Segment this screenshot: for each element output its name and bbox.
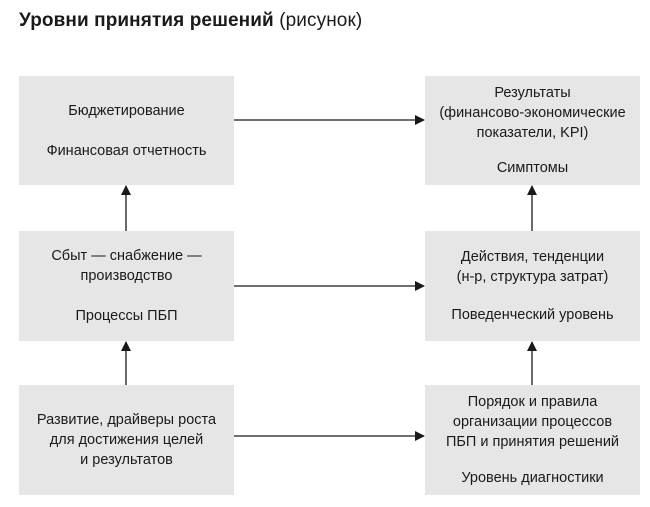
box-results: Результаты (финансово-экономические пока… <box>425 76 640 185</box>
box-order-rules: Порядок и правила организации процессов … <box>425 385 640 495</box>
box-development-line2: для достижения целей <box>49 432 204 448</box>
box-results-line3: показатели, KPI) <box>476 125 589 141</box>
title-suffix: (рисунок) <box>279 10 363 31</box>
box-results-line2: (финансово-экономические <box>439 105 626 121</box>
diagram-title: Уровни принятия решений (рисунок) <box>19 10 362 32</box>
box-order-line2: организации процессов <box>452 414 613 430</box>
box-order-line3: ПБП и принятия решений <box>445 434 620 450</box>
box-development-line3: и результатов <box>80 452 173 468</box>
box-order-line4: Уровень диагностики <box>461 470 604 486</box>
box-development-line1: Развитие, драйверы роста <box>36 412 217 428</box>
box-actions-line2: (н-р, структура затрат) <box>456 269 609 285</box>
box-actions-trends: Действия, тенденции (н-р, структура затр… <box>425 231 640 341</box>
box-actions-line1: Действия, тенденции <box>460 249 605 265</box>
box-development: Развитие, драйверы роста для достижения … <box>19 385 234 495</box>
box-budgeting-line1: Бюджетирование <box>68 102 185 119</box>
box-sales-supply-production: Сбыт — снабжение — производство Процессы… <box>19 231 234 341</box>
box-actions-line3: Поведенческий уровень <box>451 307 614 323</box>
box-results-line1: Результаты <box>494 85 571 101</box>
box-sales-line1: Сбыт — снабжение — <box>51 248 202 264</box>
box-sales-line2: производство <box>80 268 173 284</box>
box-results-line4: Симптомы <box>496 160 569 176</box>
box-order-line1: Порядок и правила <box>467 394 598 410</box>
box-budgeting: Бюджетирование Финансовая отчетность <box>19 76 234 185</box>
box-sales-line3: Процессы ПБП <box>75 308 178 324</box>
box-budgeting-line2: Финансовая отчетность <box>46 142 207 159</box>
title-bold: Уровни принятия решений <box>19 10 274 31</box>
